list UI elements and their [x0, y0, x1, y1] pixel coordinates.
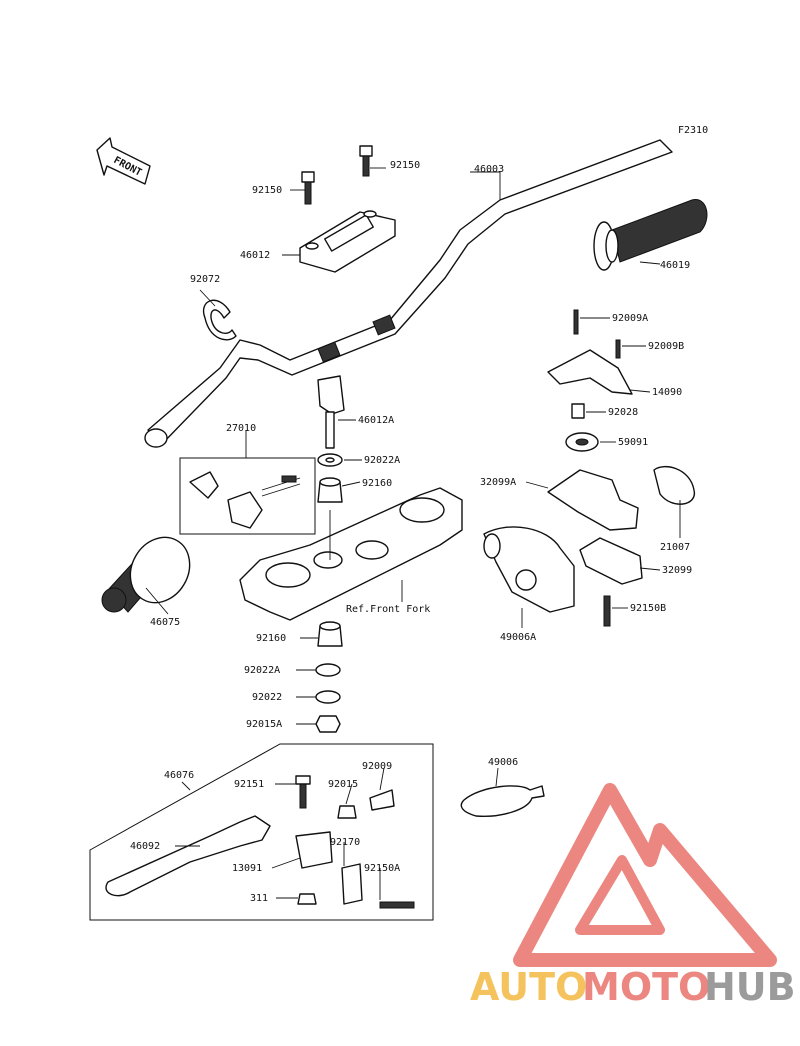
figure-code: F2310 [678, 125, 708, 136]
label-21007: 21007 [660, 542, 690, 553]
label-92022: 92022 [252, 692, 282, 703]
label-59091: 59091 [618, 437, 648, 448]
label-92009B: 92009B [648, 341, 684, 352]
label-92150B: 92150B [630, 603, 666, 614]
part-labels: 92150 46003 92150 46012 92072 46019 9200… [130, 160, 692, 904]
label-32099: 32099 [662, 565, 692, 576]
washer-92022A-bottom [315, 663, 341, 677]
collar-92028 [571, 403, 585, 419]
label-92072: 92072 [190, 274, 220, 285]
switch-assembly-27010 [179, 457, 316, 535]
label-49006A: 49006A [500, 632, 536, 643]
label-46076: 46076 [164, 770, 194, 781]
holder-46012A [317, 375, 345, 449]
label-92022A-bottom: 92022A [244, 665, 280, 676]
label-92150-left: 92150 [252, 185, 282, 196]
screw-92009A [573, 309, 579, 335]
throttle-case-32099 [579, 537, 643, 585]
boot-49006 [460, 785, 545, 818]
label-311: 311 [250, 893, 268, 904]
label-92009: 92009 [362, 761, 392, 772]
label-46003: 46003 [474, 164, 504, 175]
label-92015: 92015 [328, 779, 358, 790]
label-92170: 92170 [330, 837, 360, 848]
bolt-92150-top [359, 145, 373, 177]
label-27010: 27010 [226, 423, 256, 434]
lever-assembly-46076 [89, 743, 434, 921]
watermark-hub: HUB [704, 965, 796, 1009]
label-32099A: 32099A [480, 477, 516, 488]
front-direction-arrow: FRONT [96, 137, 151, 185]
pulley-21007 [653, 465, 695, 505]
automotohub-watermark: AUTO MOTO HUB [470, 783, 796, 1009]
label-46019: 46019 [660, 260, 690, 271]
nut-92015A [315, 715, 341, 733]
label-46012: 46012 [240, 250, 270, 261]
label-92009A: 92009A [612, 313, 648, 324]
label-14090: 14090 [652, 387, 682, 398]
label-92022A-top: 92022A [364, 455, 400, 466]
label-13091: 13091 [232, 863, 262, 874]
label-92150-top: 92150 [390, 160, 420, 171]
screw-92009B [615, 339, 621, 359]
left-grip-46075 [101, 536, 191, 613]
boot-49006A [483, 526, 575, 613]
label-92150A: 92150A [364, 863, 400, 874]
bolt-92150-left [301, 171, 315, 205]
label-46075: 46075 [150, 617, 180, 628]
ref-front-fork: Ref.Front Fork [346, 604, 430, 615]
handlebar-clamp-46012 [299, 210, 396, 273]
label-92028: 92028 [608, 407, 638, 418]
band-92072 [202, 299, 237, 341]
throttle-grip-46019 [593, 199, 708, 271]
steering-stem-clamp [239, 487, 463, 621]
label-92160-bottom: 92160 [256, 633, 286, 644]
label-46092: 46092 [130, 841, 160, 852]
bracket-14090 [547, 349, 633, 395]
label-92151: 92151 [234, 779, 264, 790]
label-49006: 49006 [488, 757, 518, 768]
watermark-moto: MOTO [582, 965, 710, 1009]
throttle-case-32099A [547, 469, 639, 531]
handlebar-46003 [144, 139, 673, 448]
watermark-auto: AUTO [470, 965, 587, 1009]
label-92015A: 92015A [246, 719, 282, 730]
label-92160-top: 92160 [362, 478, 392, 489]
label-46012A: 46012A [358, 415, 394, 426]
washer-92022 [315, 690, 341, 704]
screw-92150B [603, 595, 611, 627]
